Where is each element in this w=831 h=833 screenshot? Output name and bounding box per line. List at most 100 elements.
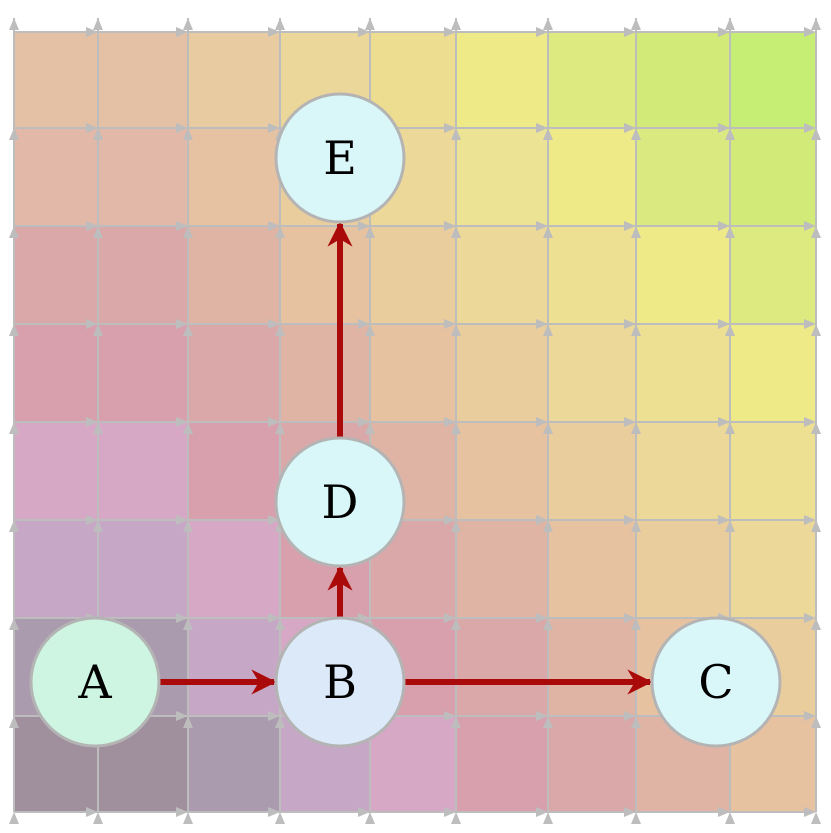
grid-cell bbox=[14, 32, 98, 128]
grid-arrowhead-up bbox=[451, 618, 461, 630]
grid-cell bbox=[14, 226, 98, 324]
grid-arrowhead-up bbox=[93, 520, 103, 532]
grid-arrowhead-right bbox=[86, 123, 98, 133]
node-a[interactable]: A bbox=[29, 616, 161, 748]
grid-cell bbox=[548, 716, 636, 812]
grid-arrowhead-right bbox=[444, 221, 456, 231]
grid-arrowhead-right bbox=[718, 807, 730, 817]
grid-arrowhead-right bbox=[176, 807, 188, 817]
grid-arrowhead-right bbox=[358, 417, 370, 427]
grid-cell bbox=[730, 422, 816, 520]
grid-arrowhead-right bbox=[536, 221, 548, 231]
grid-arrowhead-up bbox=[93, 324, 103, 336]
grid-cell bbox=[188, 618, 280, 716]
grid-cell bbox=[98, 422, 188, 520]
grid-arrowhead-up bbox=[275, 226, 285, 238]
grid-arrowhead-up bbox=[183, 716, 193, 728]
grid-cell bbox=[188, 128, 280, 226]
grid-cell bbox=[636, 324, 730, 422]
node-circle bbox=[650, 616, 782, 748]
grid-arrowhead-up bbox=[183, 422, 193, 434]
grid-cell bbox=[98, 128, 188, 226]
grid-cell bbox=[548, 226, 636, 324]
grid-arrowhead-right bbox=[444, 613, 456, 623]
grid-cell bbox=[14, 128, 98, 226]
grid-cell bbox=[456, 422, 548, 520]
grid-arrowhead-up bbox=[631, 618, 641, 630]
grid-cell bbox=[730, 324, 816, 422]
grid-arrowhead-up bbox=[9, 520, 19, 532]
node-e[interactable]: E bbox=[274, 92, 406, 224]
node-label: D bbox=[322, 475, 359, 529]
grid-arrowhead-up bbox=[811, 422, 821, 434]
node-label: A bbox=[77, 655, 112, 709]
grid-arrowhead-up bbox=[811, 520, 821, 532]
grid-arrowhead-right bbox=[444, 417, 456, 427]
node-c[interactable]: C bbox=[650, 616, 782, 748]
grid-arrowhead-up bbox=[183, 618, 193, 630]
grid-arrowhead-right bbox=[268, 711, 280, 721]
grid-arrowhead-right bbox=[268, 515, 280, 525]
grid-arrowhead-up bbox=[451, 226, 461, 238]
node-b[interactable]: B bbox=[274, 616, 406, 748]
grid-arrowhead-right bbox=[358, 807, 370, 817]
node-label: C bbox=[698, 655, 733, 709]
grid-arrowhead-up bbox=[543, 716, 553, 728]
grid-arrowhead-up bbox=[811, 618, 821, 630]
grid-cell bbox=[456, 324, 548, 422]
node-d[interactable]: D bbox=[274, 436, 406, 568]
grid-arrowhead-up bbox=[725, 128, 735, 140]
grid-arrowhead-up bbox=[543, 18, 553, 30]
grid-arrowhead-up bbox=[451, 324, 461, 336]
grid-arrowhead-right bbox=[444, 319, 456, 329]
grid-arrowhead-right bbox=[268, 417, 280, 427]
grid-arrowhead-right bbox=[358, 221, 370, 231]
grid-arrowhead-right bbox=[536, 515, 548, 525]
grid-arrowhead-up bbox=[365, 422, 375, 434]
grid-arrowhead-up bbox=[93, 226, 103, 238]
grid-arrowhead-up bbox=[9, 324, 19, 336]
grid-arrowhead-right bbox=[804, 123, 816, 133]
grid-cell bbox=[636, 226, 730, 324]
grid-arrowhead-right bbox=[444, 711, 456, 721]
node-circle bbox=[29, 616, 161, 748]
grid-arrowhead-right bbox=[176, 613, 188, 623]
grid-arrowhead-right bbox=[268, 123, 280, 133]
grid-arrowhead-up bbox=[725, 812, 735, 824]
grid-arrowhead-up bbox=[275, 18, 285, 30]
grid-cell bbox=[370, 324, 456, 422]
grid-arrowhead-up bbox=[811, 18, 821, 30]
nodes: A B C D E bbox=[29, 92, 782, 748]
grid-arrowhead-up bbox=[365, 812, 375, 824]
grid-arrowhead-up bbox=[93, 18, 103, 30]
grid-arrowhead-up bbox=[275, 716, 285, 728]
grid-arrowhead-right bbox=[536, 27, 548, 37]
grid-arrowhead-up bbox=[543, 226, 553, 238]
grid-arrowhead-up bbox=[631, 422, 641, 434]
grid-arrowhead-up bbox=[365, 324, 375, 336]
grid-arrowhead-up bbox=[183, 324, 193, 336]
grid-arrowhead-right bbox=[718, 221, 730, 231]
grid-arrowhead-right bbox=[86, 515, 98, 525]
node-circle bbox=[274, 436, 406, 568]
grid-arrowhead-right bbox=[624, 711, 636, 721]
grid-arrowhead-right bbox=[804, 711, 816, 721]
grid-arrowhead-up bbox=[543, 520, 553, 532]
grid-cell bbox=[456, 128, 548, 226]
grid-cell bbox=[14, 324, 98, 422]
grid-arrowhead-up bbox=[725, 324, 735, 336]
grid-cell bbox=[548, 324, 636, 422]
grid-arrowhead-right bbox=[624, 807, 636, 817]
grid-arrowhead-right bbox=[718, 515, 730, 525]
grid-arrowhead-right bbox=[176, 221, 188, 231]
grid-cell bbox=[636, 520, 730, 618]
grid-arrowhead-up bbox=[275, 422, 285, 434]
grid-arrowhead-right bbox=[86, 221, 98, 231]
grid-cell bbox=[188, 324, 280, 422]
grid-arrowhead-up bbox=[451, 812, 461, 824]
grid-arrowhead-up bbox=[631, 324, 641, 336]
grid-arrowhead-right bbox=[718, 123, 730, 133]
grid-arrowhead-right bbox=[804, 27, 816, 37]
grid-arrowhead-up bbox=[631, 18, 641, 30]
